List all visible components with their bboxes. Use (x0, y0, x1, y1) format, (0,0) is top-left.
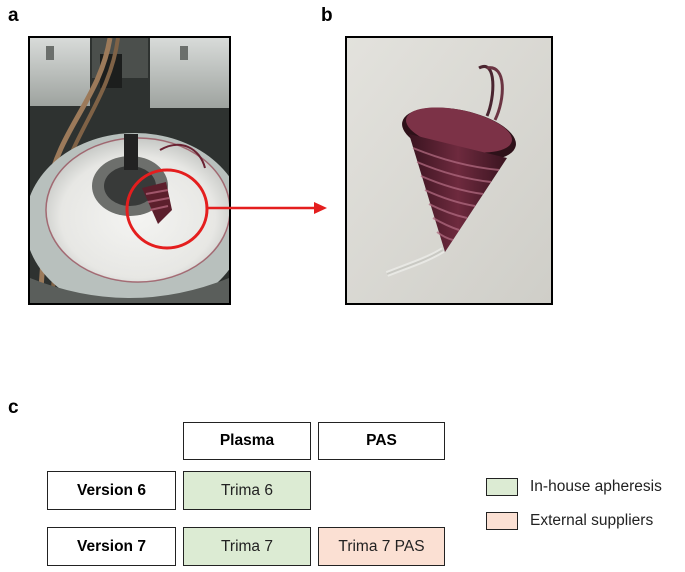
row-header-version-6: Version 6 (47, 471, 176, 510)
column-header-plasma: Plasma (183, 422, 311, 460)
panel-label-c: c (8, 397, 19, 418)
cell-trima-7: Trima 7 (183, 527, 311, 566)
panel-label-b: b (321, 5, 333, 26)
legend-swatch-orange (486, 512, 518, 530)
legend-item-in-house: In-house apheresis (486, 478, 662, 496)
cell-trima-6: Trima 6 (183, 471, 311, 510)
arrowhead-icon (314, 202, 327, 214)
cell-trima-7-pas: Trima 7 PAS (318, 527, 445, 566)
cone-illustration (347, 38, 551, 303)
centrifuge-photo (28, 36, 231, 305)
legend-label: In-house apheresis (530, 478, 662, 495)
legend-swatch-green (486, 478, 518, 496)
legend-label: External suppliers (530, 512, 654, 529)
row-header-version-7: Version 7 (47, 527, 176, 566)
column-header-pas: PAS (318, 422, 445, 460)
legend-item-external: External suppliers (486, 512, 653, 530)
panel-label-a: a (8, 5, 19, 26)
centrifuge-illustration (30, 38, 229, 303)
separation-cone-photo (345, 36, 553, 305)
